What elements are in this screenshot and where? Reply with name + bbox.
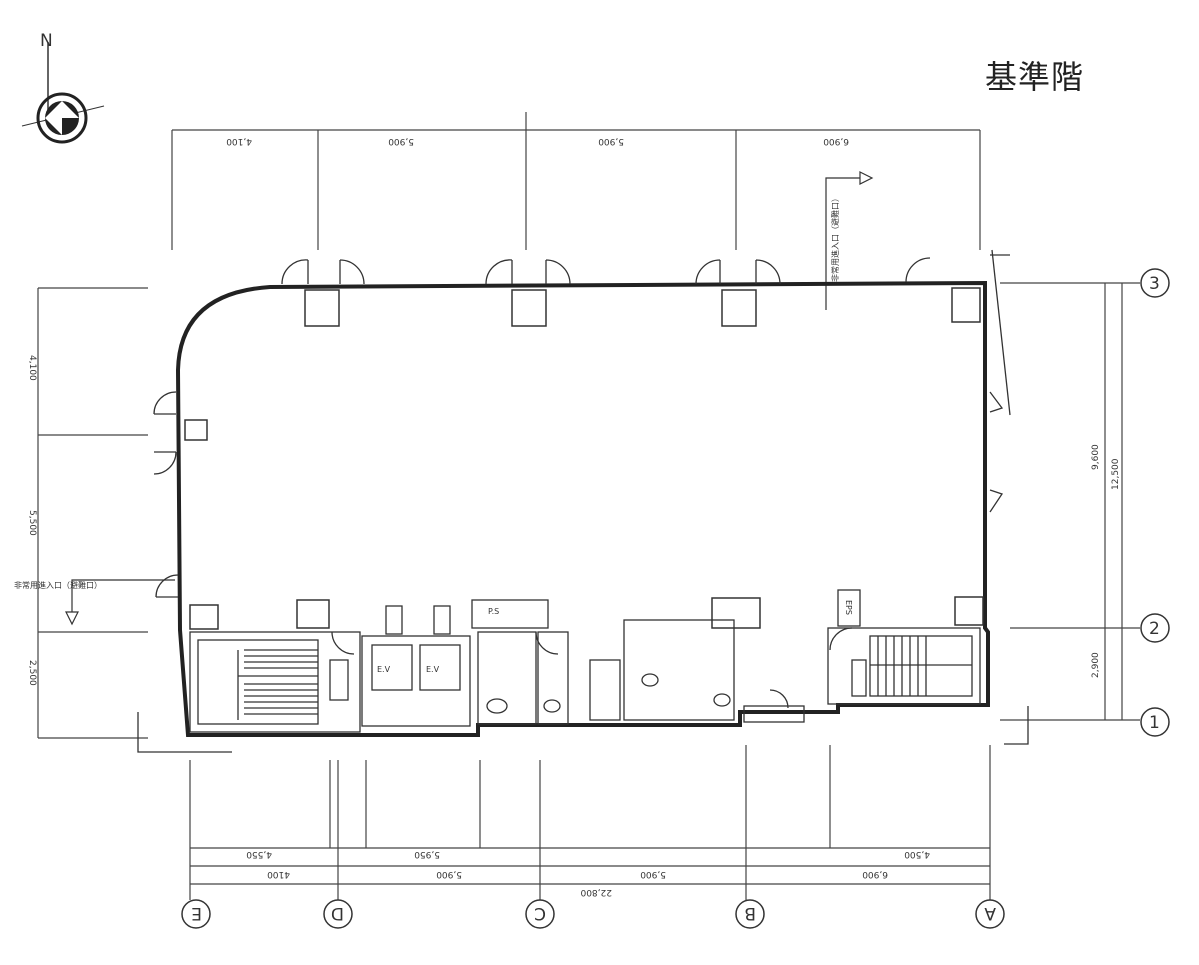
left-exit-arrow — [65, 579, 175, 626]
floor-title: 基準階 — [985, 58, 1085, 96]
top-exit-note: 非常用進入口（避難口） — [830, 194, 840, 282]
bottom-total-dim: 22,800 — [580, 887, 612, 897]
left-dim-2: 5,500 — [27, 510, 37, 536]
right-dim-2: 12,500 — [1111, 458, 1121, 490]
bottom-outer-dim-3: 5,900 — [640, 869, 666, 879]
bottom-outer-dim-1: 4100 — [267, 869, 290, 879]
left-exit-note: 非常用進入口（避難口） — [14, 580, 102, 590]
bottom-grid-lines — [189, 745, 991, 900]
bottom-outer-dim-4: 6,900 — [862, 869, 888, 879]
north-label: N — [40, 31, 53, 51]
svg-text:2: 2 — [1149, 619, 1160, 639]
axis-D: D — [323, 899, 353, 929]
bottom-outer-dim-2: 5,900 — [436, 869, 462, 879]
axis-2: 2 — [1140, 613, 1170, 643]
right-dimension-line — [1000, 282, 1140, 721]
left-dimension-line — [37, 287, 148, 739]
axis-B: B — [735, 899, 765, 929]
doors-top — [281, 257, 931, 285]
left-dim-1: 4,100 — [27, 355, 37, 381]
service-core — [471, 599, 805, 725]
axis-E: E — [181, 899, 211, 929]
right-dim-1: 9,600 — [1091, 444, 1101, 470]
svg-text:B: B — [744, 903, 756, 923]
svg-text:3: 3 — [1149, 274, 1160, 294]
bottom-inner-dim-1: 4,550 — [246, 849, 272, 859]
top-exit-arrow — [825, 171, 874, 310]
left-dim-3: 2,500 — [27, 660, 37, 686]
bottom-inner-dim-3: 4,500 — [904, 849, 930, 859]
axis-A: A — [975, 899, 1005, 929]
north-arrow-icon: N — [21, 31, 105, 144]
svg-text:D: D — [331, 903, 344, 923]
top-dim-3: 5,900 — [598, 136, 624, 146]
top-dim-2: 5,900 — [388, 136, 414, 146]
elevator-2-label: E.V — [426, 665, 440, 674]
top-dim-1: 4,100 — [226, 136, 252, 146]
elevator-hall — [361, 605, 471, 727]
corner-marks — [137, 254, 1029, 753]
top-dimension-line — [171, 112, 981, 250]
stair-core-left — [189, 631, 361, 733]
ps-label: P.S — [488, 607, 499, 616]
columns — [184, 287, 984, 630]
bottom-inner-dim-2: 5,950 — [414, 849, 440, 859]
doors-left — [153, 391, 179, 598]
right-dim-3: 2,900 — [1091, 652, 1101, 678]
axis-1: 1 — [1140, 707, 1170, 737]
axis-3: 3 — [1140, 268, 1170, 298]
stair-core-right — [827, 589, 981, 705]
axis-C: C — [525, 899, 555, 929]
svg-text:1: 1 — [1149, 713, 1160, 733]
top-dim-4: 6,900 — [823, 136, 849, 146]
eps-label: EPS — [844, 600, 853, 615]
building-outline — [175, 280, 990, 737]
svg-text:C: C — [534, 903, 546, 923]
doors-right — [989, 249, 1011, 513]
svg-text:E: E — [191, 903, 202, 923]
elevator-1-label: E.V — [377, 665, 391, 674]
svg-text:A: A — [984, 903, 996, 923]
